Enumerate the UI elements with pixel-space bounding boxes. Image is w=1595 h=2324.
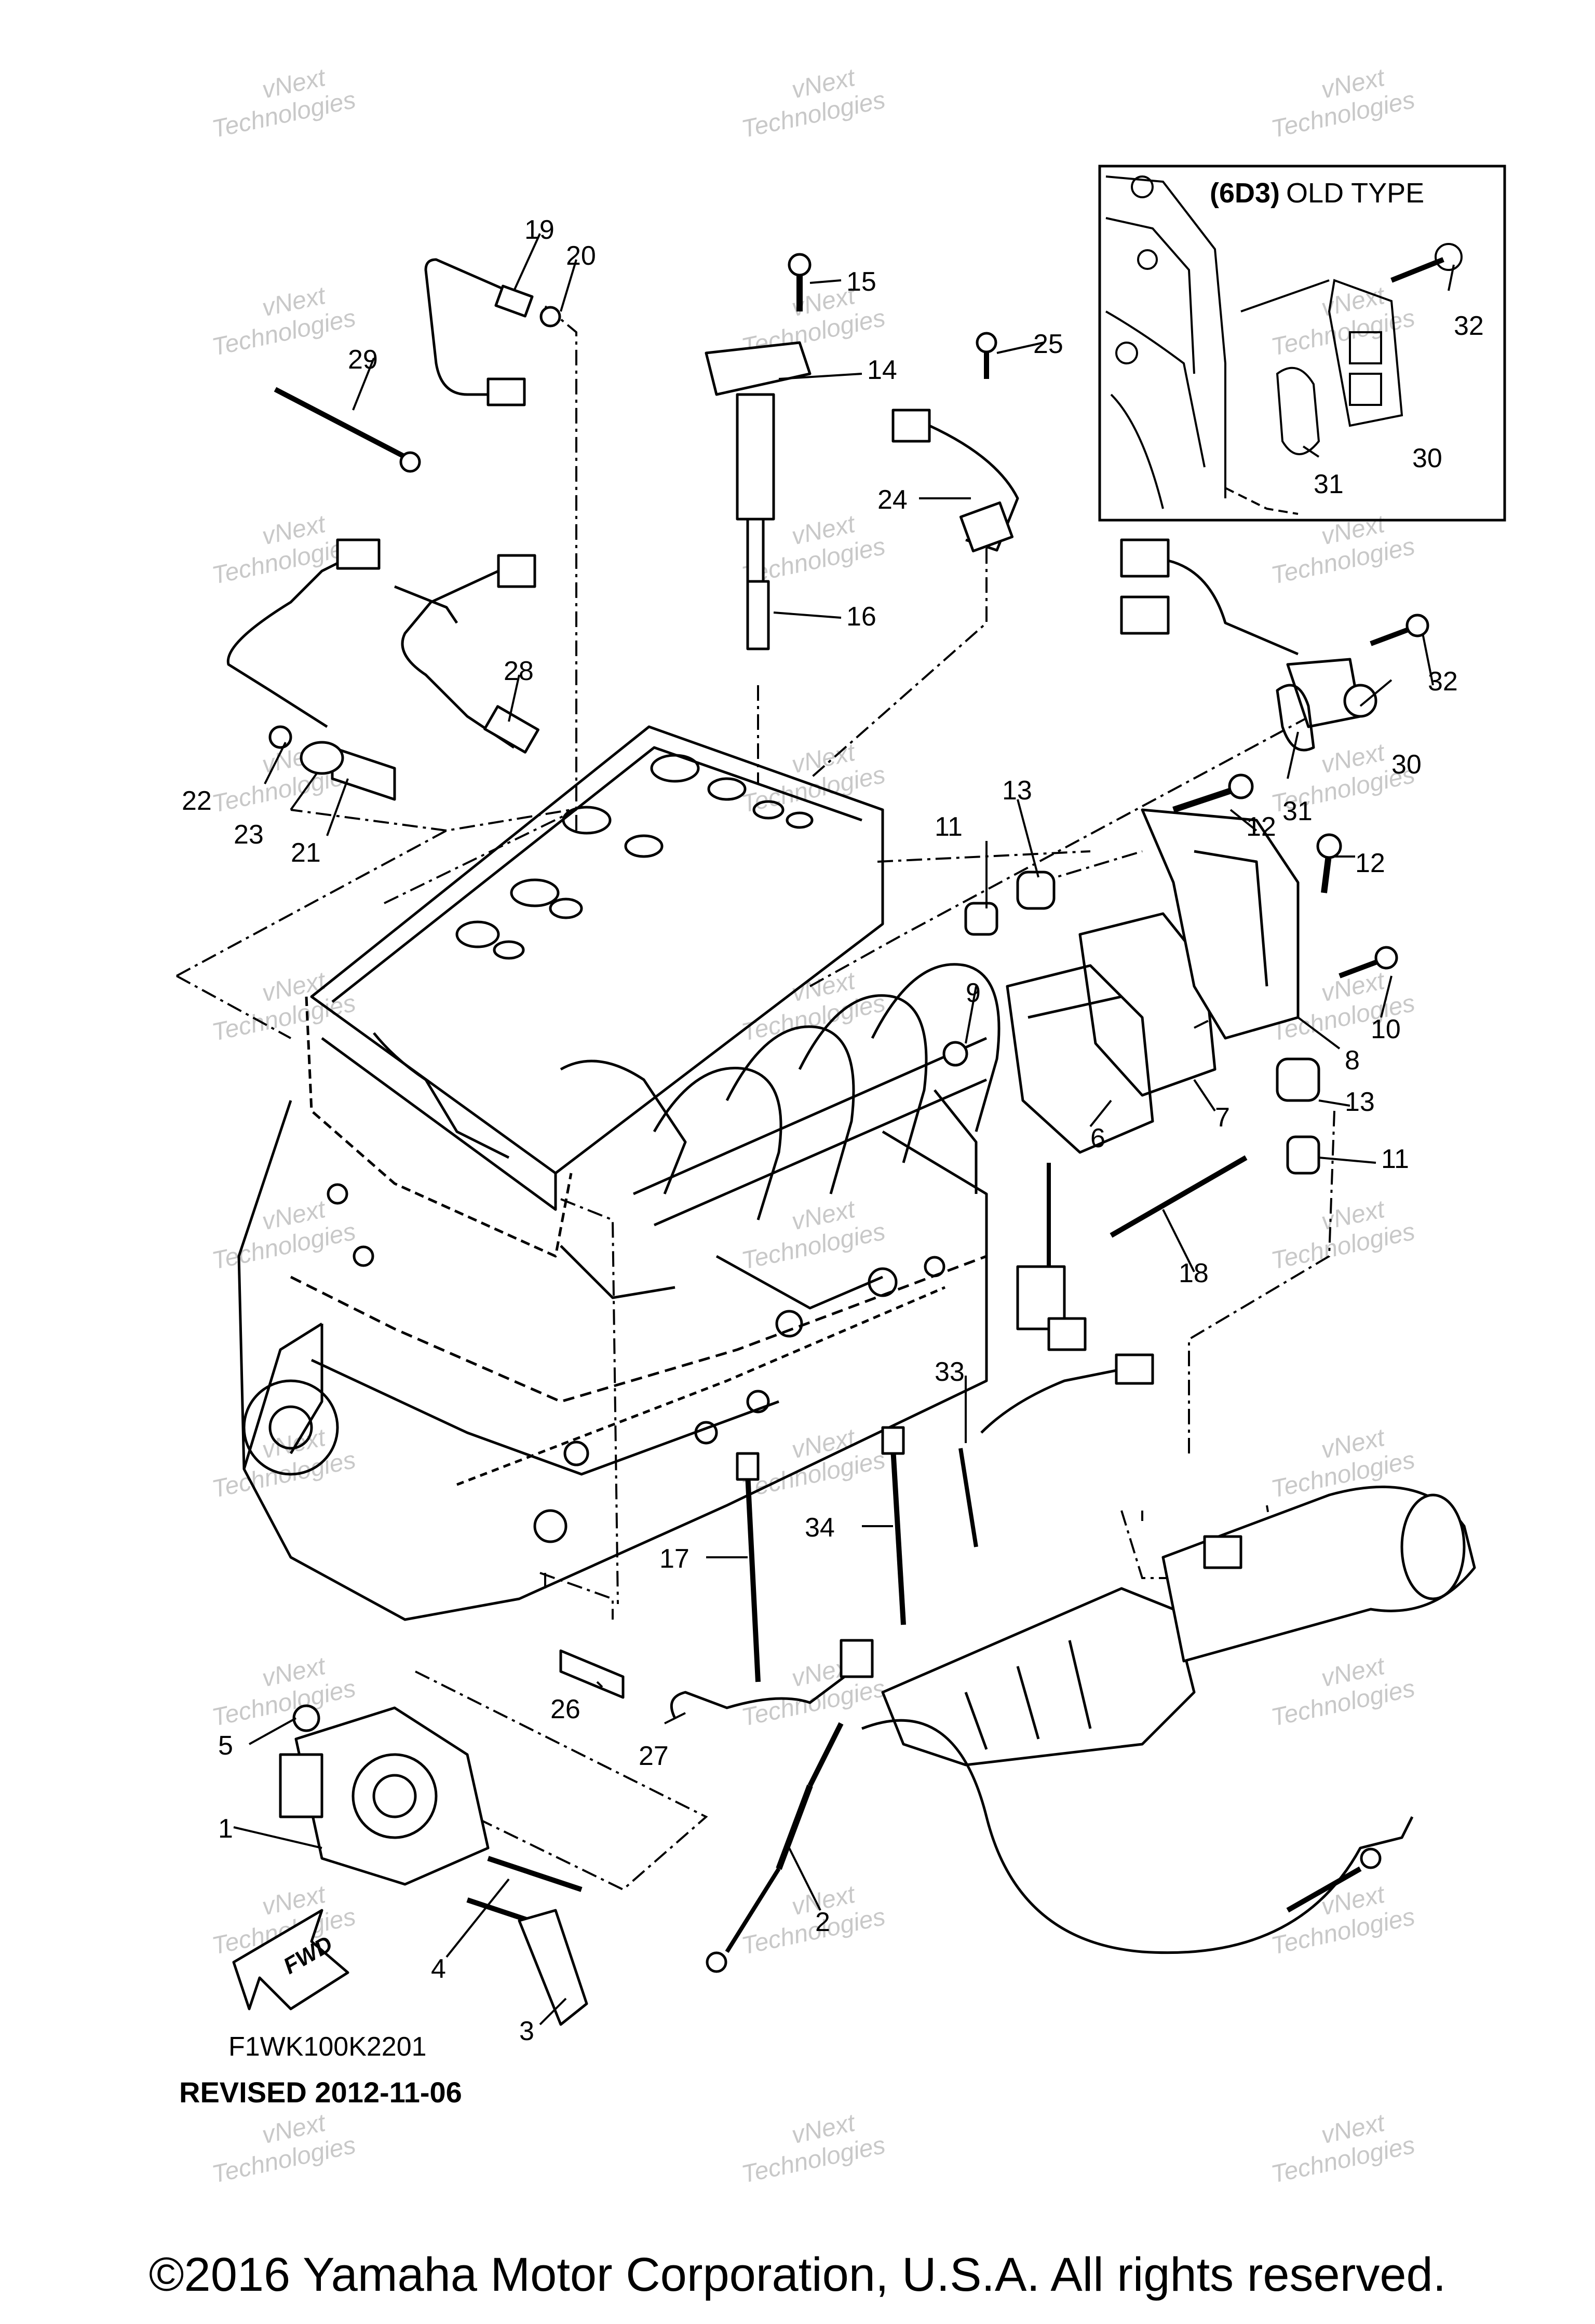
callout-32: 32 [1454,311,1484,341]
callout-20: 20 [566,241,596,271]
callout-11b: 11 [1381,1144,1409,1174]
callout-30b: 30 [1391,750,1422,780]
inset-title: (6D3)OLD TYPE [1210,178,1424,209]
copyright-notice: ©2016 Yamaha Motor Corporation, U.S.A. A… [148,2248,1447,2301]
callout-5: 5 [218,1731,233,1761]
callout-30: 30 [1412,443,1442,473]
callout-29: 29 [348,345,378,375]
callout-2: 2 [815,1907,830,1937]
callout-4: 4 [431,1954,446,1984]
callout-8: 8 [1345,1045,1360,1076]
callout-15: 15 [846,267,876,297]
callout-11a: 11 [935,812,963,842]
callout-6: 6 [1090,1123,1105,1153]
callout-labels: 1 2 3 4 5 6 7 8 9 10 11 11 12 12 13 13 1… [182,215,1484,2046]
inset-code: (6D3) [1210,178,1280,209]
callout-13b: 13 [1345,1087,1375,1117]
revised-date: REVISED 2012-11-06 [179,2076,462,2109]
callout-26: 26 [550,1694,580,1724]
callout-17: 17 [659,1544,690,1574]
parts [226,253,1476,2026]
callout-24: 24 [877,485,908,515]
callout-22: 22 [182,786,212,816]
callout-12b: 12 [1355,848,1385,878]
callout-31: 31 [1314,469,1344,499]
callout-31b: 31 [1282,796,1313,826]
callout-13a: 13 [1002,776,1032,806]
callout-18: 18 [1179,1258,1209,1288]
callout-32b: 32 [1428,667,1458,697]
callout-25: 25 [1033,329,1063,359]
callout-leaders [233,233,1455,2026]
svg-text:(6D3)OLD TYPE: (6D3)OLD TYPE [1210,178,1424,209]
engine-block [237,725,1001,1621]
callout-34: 34 [805,1513,835,1543]
callout-12a: 12 [1246,812,1276,842]
callout-21: 21 [291,838,321,868]
callout-1: 1 [218,1814,233,1844]
callout-10: 10 [1371,1014,1401,1044]
callout-9: 9 [966,978,981,1008]
callout-3: 3 [519,2016,534,2046]
callout-28: 28 [504,656,534,686]
callout-7: 7 [1215,1103,1230,1133]
callout-16: 16 [846,602,876,632]
callout-33: 33 [935,1357,965,1387]
callout-14: 14 [867,355,897,385]
callout-23: 23 [234,820,264,850]
inset-old-type [1098,165,1506,522]
callout-27: 27 [639,1741,669,1771]
diagram-code: F1WK100K2201 [228,2032,427,2062]
inset-label: OLD TYPE [1286,178,1424,209]
callout-19: 19 [524,215,555,245]
